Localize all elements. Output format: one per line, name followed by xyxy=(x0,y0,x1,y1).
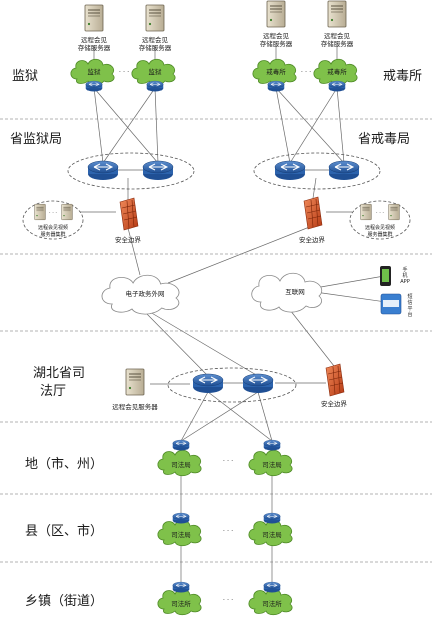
video-cluster-rehab: · · · 远程会见视频 服务器集群 xyxy=(360,203,400,238)
router-prov-rehab-2 xyxy=(328,160,360,181)
tier-label-county: 县（区、市） xyxy=(25,523,103,539)
svg-text:存储服务器: 存储服务器 xyxy=(139,43,172,52)
cloud-internet: 互联网 xyxy=(251,272,323,313)
storage-server-prison-2: 远程会见 存储服务器 xyxy=(139,4,172,52)
svg-text:存储服务器: 存储服务器 xyxy=(260,39,293,48)
svg-text:远程会见: 远程会见 xyxy=(263,31,290,40)
svg-text:安全边界: 安全边界 xyxy=(115,235,142,244)
node-county-bureau-1: 司法局 xyxy=(157,512,202,547)
firewall-prov-rehab: 安全边界 xyxy=(299,196,326,244)
node-city-bureau-2: 司法局 xyxy=(248,439,293,477)
firewall-prov-prison: 安全边界 xyxy=(115,197,142,244)
dashed-groupings xyxy=(22,152,411,403)
svg-text:司法所: 司法所 xyxy=(262,599,282,608)
svg-text:安全边界: 安全边界 xyxy=(321,399,348,408)
svg-text:司法局: 司法局 xyxy=(262,530,282,539)
svg-text:服务器集群: 服务器集群 xyxy=(40,231,65,238)
svg-text:短: 短 xyxy=(407,293,412,300)
svg-text:远程会见: 远程会见 xyxy=(142,35,169,44)
sms-platform: 短 信 平 台 xyxy=(380,293,413,318)
phone-app: 手 机 APP xyxy=(380,266,410,286)
cloud-prison-2: 监狱 xyxy=(131,58,176,92)
svg-text:服务器集群: 服务器集群 xyxy=(367,231,392,238)
svg-text:· · ·: · · · xyxy=(49,210,57,216)
firewall-hubei: 安全边界 xyxy=(321,363,348,408)
svg-text:· · ·: · · · xyxy=(376,210,384,216)
svg-text:平: 平 xyxy=(407,306,412,312)
router-prov-rehab-1 xyxy=(274,160,306,181)
svg-text:司法局: 司法局 xyxy=(171,530,191,539)
node-city-bureau-1: 司法局 xyxy=(157,439,202,477)
tier-label-hubei-line2: 法厅 xyxy=(40,384,66,399)
svg-text:APP: APP xyxy=(400,279,409,285)
svg-text:远程会见视频: 远程会见视频 xyxy=(365,224,395,231)
connection-lines xyxy=(80,46,387,584)
svg-text:司法所: 司法所 xyxy=(171,599,191,608)
tier-label-city: 地（市、州） xyxy=(25,456,103,472)
node-county-bureau-2: 司法局 xyxy=(248,512,293,547)
svg-text:台: 台 xyxy=(407,311,412,318)
ellipsis-county: · · · xyxy=(223,527,233,535)
svg-text:互联网: 互联网 xyxy=(285,287,305,296)
svg-text:戒毒所: 戒毒所 xyxy=(266,67,286,76)
svg-text:电子政务外网: 电子政务外网 xyxy=(126,289,165,298)
svg-text:机: 机 xyxy=(402,272,407,279)
tier-separators xyxy=(0,118,432,563)
storage-server-rehab-1: 远程会见 存储服务器 xyxy=(260,0,293,48)
svg-text:存储服务器: 存储服务器 xyxy=(78,43,111,52)
router-prov-prison-1 xyxy=(87,160,119,181)
hubei-server: 远程会见服务器 xyxy=(112,368,158,411)
cloud-prison-1: 监狱 xyxy=(70,58,115,92)
tier-label-prov-rehab: 省戒毒局 xyxy=(358,132,410,147)
router-prov-prison-2 xyxy=(142,160,174,181)
svg-text:远程会见视频: 远程会见视频 xyxy=(38,224,68,231)
ellipsis-rehab: · · · xyxy=(301,68,311,76)
svg-text:监狱: 监狱 xyxy=(149,67,163,76)
svg-text:司法局: 司法局 xyxy=(262,460,282,469)
tier-label-hubei-line1: 湖北省司 xyxy=(33,366,85,381)
ellipsis-town: · · · xyxy=(223,596,233,604)
storage-server-rehab-2: 远程会见 存储服务器 xyxy=(321,0,354,48)
svg-text:安全边界: 安全边界 xyxy=(299,235,326,244)
video-cluster-prison: · · · 远程会见视频 服务器集群 xyxy=(34,203,73,238)
tier-label-town: 乡镇（街道） xyxy=(25,594,103,609)
svg-text:戒毒所: 戒毒所 xyxy=(327,67,347,76)
cloud-gov-extranet: 电子政务外网 xyxy=(101,274,180,315)
cloud-rehab-2: 戒毒所 xyxy=(313,58,358,92)
svg-text:手: 手 xyxy=(402,266,407,273)
svg-text:远程会见: 远程会见 xyxy=(81,35,108,44)
ellipsis-city: · · · xyxy=(223,457,233,465)
router-hubei-1 xyxy=(192,373,224,394)
tier-label-prison: 监狱 xyxy=(12,69,38,84)
tier-label-rehab: 戒毒所 xyxy=(383,69,422,84)
svg-text:信: 信 xyxy=(407,299,412,306)
node-town-office-2: 司法所 xyxy=(248,581,293,616)
ellipsis-prison: · · · xyxy=(119,68,129,76)
svg-text:司法局: 司法局 xyxy=(171,460,191,469)
router-hubei-2 xyxy=(242,373,274,394)
svg-text:远程会见: 远程会见 xyxy=(324,31,351,40)
tier-label-prov-prison: 省监狱局 xyxy=(10,132,62,147)
cloud-rehab-1: 戒毒所 xyxy=(252,58,297,92)
storage-server-prison-1: 远程会见 存储服务器 xyxy=(78,4,111,52)
svg-text:远程会见服务器: 远程会见服务器 xyxy=(112,402,158,411)
svg-text:监狱: 监狱 xyxy=(88,67,102,76)
svg-text:存储服务器: 存储服务器 xyxy=(321,39,354,48)
node-town-office-1: 司法所 xyxy=(157,581,202,616)
